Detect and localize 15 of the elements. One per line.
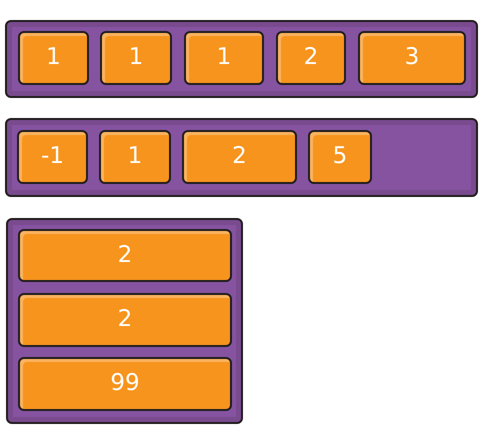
flex-item: -1 bbox=[17, 130, 88, 184]
flex-item: 3 bbox=[358, 31, 466, 85]
flex-item: 1 bbox=[100, 31, 172, 85]
flex-item: 2 bbox=[18, 229, 232, 282]
flex-item: 1 bbox=[99, 130, 171, 184]
flex-container bbox=[5, 20, 478, 98]
flex-item: 1 bbox=[184, 31, 264, 85]
flex-container bbox=[6, 218, 243, 424]
flex-item: 2 bbox=[182, 130, 297, 184]
flex-item: 99 bbox=[18, 357, 232, 411]
flex-item: 2 bbox=[18, 293, 232, 347]
flex-item: 1 bbox=[18, 31, 89, 85]
flex-item: 5 bbox=[308, 130, 372, 184]
flex-container bbox=[5, 118, 478, 197]
flex-item: 2 bbox=[276, 31, 346, 85]
